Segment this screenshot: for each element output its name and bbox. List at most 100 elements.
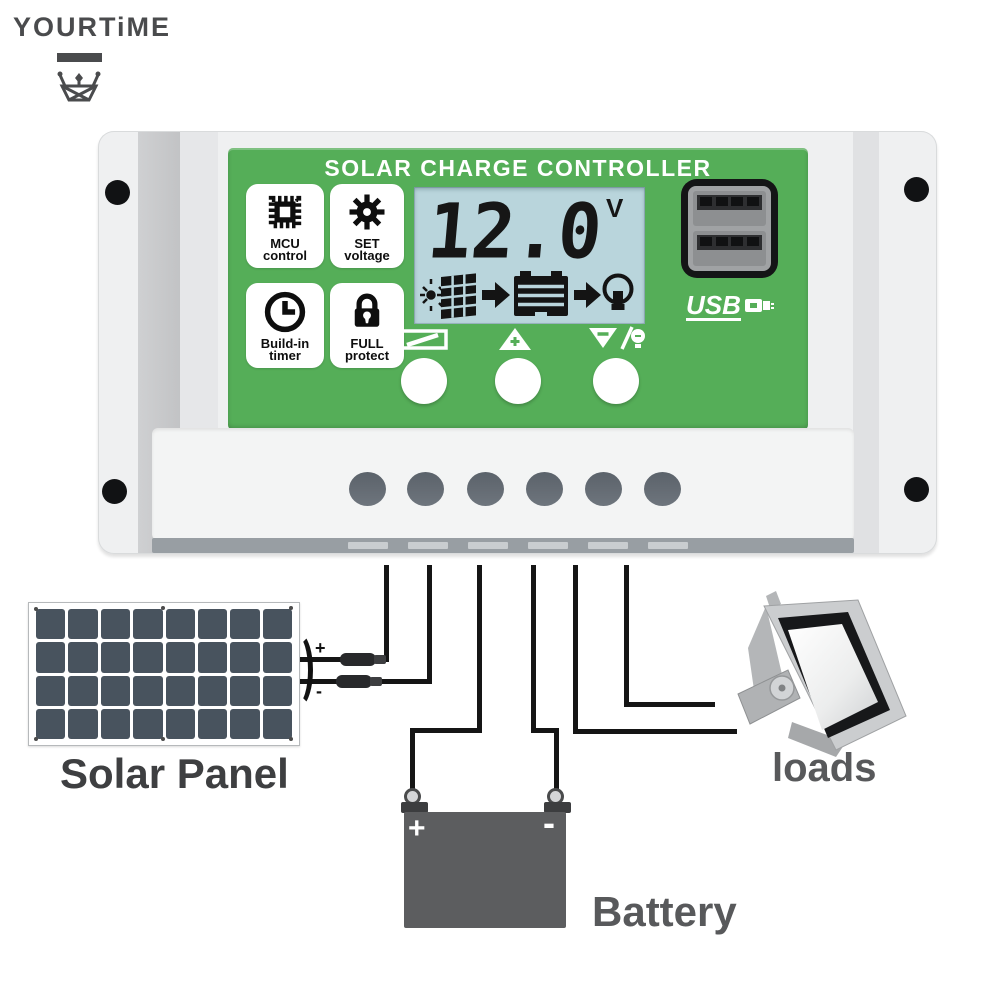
solar-panel-icon <box>441 273 476 319</box>
panel-corner-dot <box>34 607 38 611</box>
battery-terminal-minus <box>544 802 571 813</box>
solar-cell <box>133 609 163 640</box>
solar-cell <box>68 708 98 739</box>
solar-cell <box>230 708 260 739</box>
feature-badge-mcu-control: MCU control <box>246 184 324 268</box>
usb-label: USB <box>686 291 786 321</box>
screw-hole-top-left <box>105 180 130 205</box>
panel-corner-dot <box>161 737 165 741</box>
usb-label-text: USB <box>686 289 741 321</box>
solar-panel <box>28 602 300 746</box>
solar-cell <box>133 642 163 673</box>
solar-cell <box>197 609 228 640</box>
floodlight <box>737 591 907 757</box>
wire-battery-plus <box>410 728 482 733</box>
down-minus-lamp-icon <box>589 326 645 350</box>
solar-minus-label: - <box>316 681 322 701</box>
solar-cell <box>230 675 260 706</box>
solar-cell <box>133 675 163 706</box>
screw-hole-bottom-right <box>904 477 929 502</box>
wire-battery-minus <box>531 728 559 733</box>
wire-load-2 <box>624 565 629 707</box>
lcd-flow-icons <box>420 271 634 319</box>
solar-cell <box>165 609 195 640</box>
brand-ship-icon <box>57 71 101 102</box>
wire-load-1 <box>573 565 578 734</box>
usb-port-2[interactable] <box>693 231 766 266</box>
wire-battery-plus <box>410 728 415 795</box>
mc4-connector-plus <box>340 653 376 666</box>
vent-hole <box>526 472 563 506</box>
button-down-minus-lamp[interactable] <box>593 358 639 404</box>
solar-plus-label: + <box>315 638 326 658</box>
terminal-tab <box>468 542 508 549</box>
lcd-voltage-unit: V <box>606 193 624 223</box>
feature-badge-build-in-timer: Build-in timer <box>246 283 324 368</box>
battery-terminal-plus <box>401 802 428 813</box>
usb-port-slot <box>697 235 762 250</box>
wire-load-2 <box>624 702 715 707</box>
vent-hole <box>349 472 386 506</box>
solar-cell <box>100 609 131 640</box>
solar-cell <box>197 675 228 706</box>
bulb-icon <box>602 273 634 310</box>
battery-plus-label: + <box>408 812 426 845</box>
solar-cell <box>165 708 195 739</box>
solar-cell <box>197 642 228 673</box>
panel-corner-dot <box>289 606 293 610</box>
vent-hole <box>644 472 681 506</box>
button-battery-type[interactable] <box>401 358 447 404</box>
usb-port-1[interactable] <box>693 191 766 226</box>
vent-hole <box>467 472 504 506</box>
battery-label: Battery <box>592 888 737 935</box>
brand-logo-divider <box>57 53 102 62</box>
mc4-connector-minus <box>336 675 372 688</box>
button-up-plus[interactable] <box>495 358 541 404</box>
solar-cell <box>68 642 98 673</box>
solar-cell <box>262 609 292 640</box>
feature-badge-full-protect: FULL protect <box>330 283 404 368</box>
solar-cell <box>68 675 98 706</box>
screw-hole-bottom-left <box>102 479 127 504</box>
floodlight-lens <box>788 624 878 730</box>
mc4-connector-nut <box>370 677 382 686</box>
mc4-connector-nut <box>374 655 386 664</box>
feature-badge-label: SET voltage <box>344 236 390 263</box>
wire-load-1 <box>573 729 737 734</box>
wire-solar-plus <box>384 565 389 662</box>
battery-minus-label: - <box>543 802 555 843</box>
panel-corner-dot <box>289 737 293 741</box>
lcd-voltage-readout: 12.0 <box>424 187 606 276</box>
floodlight-foot <box>788 722 846 757</box>
solar-cell <box>100 675 131 706</box>
terminal-tab <box>348 542 388 549</box>
solar-cell <box>165 642 195 673</box>
arrow-right-icon <box>574 282 601 308</box>
wire-solar-minus <box>427 565 432 684</box>
vent-hole <box>407 472 444 506</box>
usb-port-slot <box>697 195 762 210</box>
clock-icon <box>264 291 306 333</box>
feature-badge-set-voltage: SET voltage <box>330 184 404 268</box>
wire-battery-minus <box>554 728 559 795</box>
solar-cell <box>197 708 228 739</box>
wire-battery-plus <box>477 565 482 733</box>
body-strip-right <box>853 132 879 553</box>
panel-corner-dot <box>34 737 38 741</box>
sun-icon <box>420 279 444 311</box>
padlock-icon <box>354 293 380 327</box>
feature-badge-label: MCU control <box>262 236 308 263</box>
feature-badge-label: Build-in timer <box>260 336 310 363</box>
solar-cell <box>36 675 66 706</box>
solar-cell <box>100 642 131 673</box>
usb-plug-icon <box>744 299 774 312</box>
cable-guard-arc <box>283 632 313 708</box>
solar-cell <box>230 642 260 673</box>
terminal-tab <box>408 542 448 549</box>
battery-icon <box>514 271 568 317</box>
solar-cell <box>133 708 163 739</box>
panel-corner-dot <box>161 606 165 610</box>
solar-cell <box>36 609 66 640</box>
usb-ports[interactable] <box>681 179 778 278</box>
